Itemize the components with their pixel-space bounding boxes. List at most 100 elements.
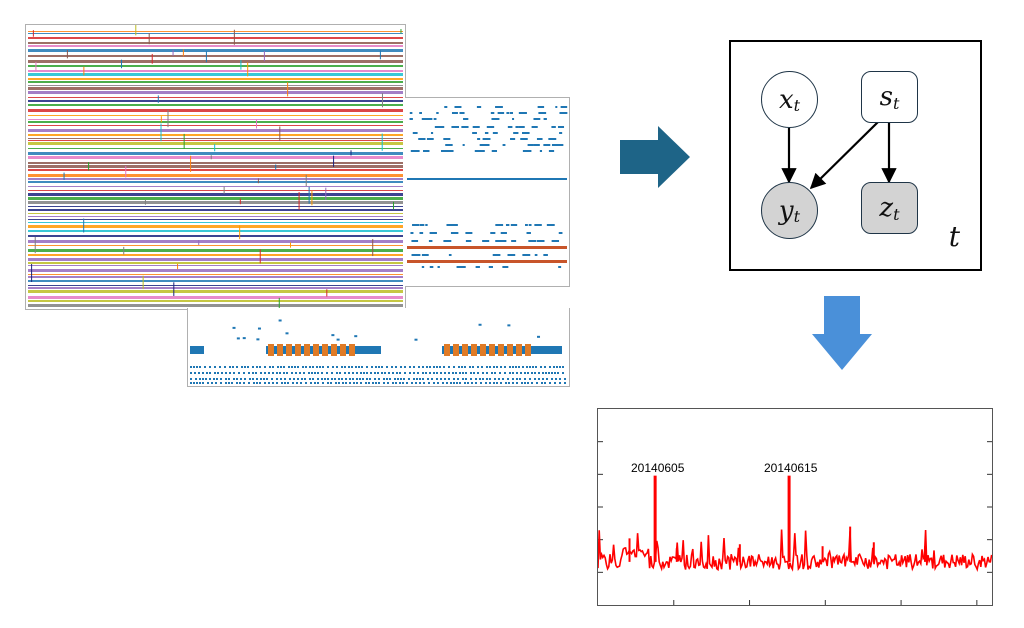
raster-dot [330,382,332,384]
raster-dot [248,372,250,374]
raster-dot [388,372,390,374]
raster-segment [340,344,346,356]
raster-dot [361,366,363,368]
raster-dot [543,144,551,146]
raster-dot [444,106,448,108]
raster-dot [450,232,459,234]
raster-band [28,197,403,200]
raster-dot [356,382,358,384]
raster-dot [231,382,233,384]
raster-dot [534,224,542,226]
peak-label-20140605: 20140605 [631,461,685,475]
raster-dot [540,366,542,368]
raster-dot [276,372,278,374]
node-x-sub: t [793,96,801,115]
raster-dot [214,366,216,368]
raster-band [28,165,403,168]
raster-dot [525,132,529,134]
raster-dot [331,334,335,337]
raster-band [28,193,403,196]
raster-band [28,201,403,204]
raster-dot [409,366,411,368]
raster-dot [535,366,537,368]
raster-dot [425,372,427,374]
raster-dot [500,382,502,384]
raster-dot [490,232,496,234]
down-arrow-icon [812,296,872,370]
raster-dot [236,337,240,340]
raster-band [28,300,403,302]
raster-band [28,156,403,159]
raster-dot [243,372,245,374]
raster-dot [253,382,255,384]
raster-dot [462,378,464,380]
raster-dot [399,382,401,384]
anomaly-spike [872,542,875,562]
raster-dot [502,144,506,146]
raster-dot [456,382,458,384]
raster-dot [475,266,480,268]
raster-dot [430,132,434,134]
raster-band [28,186,403,187]
raster-dot [256,378,258,380]
model-edges [781,121,897,190]
raster-dot [293,378,295,380]
raster-dot [436,372,438,374]
raster-dot [537,335,541,338]
raster-dot [285,332,289,335]
raster-dot [419,378,421,380]
raster-dot [291,366,293,368]
raster-dot [531,382,533,384]
raster-dot [521,382,523,384]
raster-dot [256,382,258,384]
raster-dot [272,372,274,374]
raster-dot [404,372,406,374]
raster-dot [309,366,311,368]
raster-dot [378,378,380,380]
raster-tick [125,166,127,178]
raster-dot [276,382,278,384]
raster-dot [486,372,488,374]
raster-dot [479,144,484,146]
raster-tick [247,62,249,77]
raster-dot [444,378,446,380]
raster-dot [452,372,454,374]
raster-tick [325,187,327,200]
raster-dot [391,366,393,368]
raster-dot [458,366,460,368]
raster-dot [493,382,495,384]
raster-dot [447,138,451,140]
raster-tick [151,53,153,64]
raster-dot [419,224,425,226]
raster-dot [410,232,414,234]
raster-dot [533,144,540,146]
raster-dot [499,372,501,374]
raster-dot [378,366,380,368]
raster-band [28,104,403,106]
raster-dot [557,126,565,128]
raster-dot [341,366,343,368]
raster-dot [225,378,227,380]
raster-dot [217,372,219,374]
raster-band [28,138,403,139]
raster-dot [271,378,273,380]
raster-dot [264,366,266,368]
raster-band [407,246,567,249]
raster-dot [526,232,531,234]
raster-band [28,245,403,246]
raster-dot [442,382,444,384]
raster-dot [411,382,413,384]
raster-band [28,140,403,141]
raster-dot [422,366,424,368]
raster-dot [516,378,518,380]
raster-dot [465,372,467,374]
raster-tick [350,150,352,156]
anomaly-spike [738,544,741,562]
raster-dot [252,378,254,380]
raster-dot [522,254,531,256]
raster-dot [453,366,455,368]
raster-dot [495,224,504,226]
raster-dot [413,366,415,368]
raster-panel-main [25,24,406,310]
raster-dot [332,366,334,368]
